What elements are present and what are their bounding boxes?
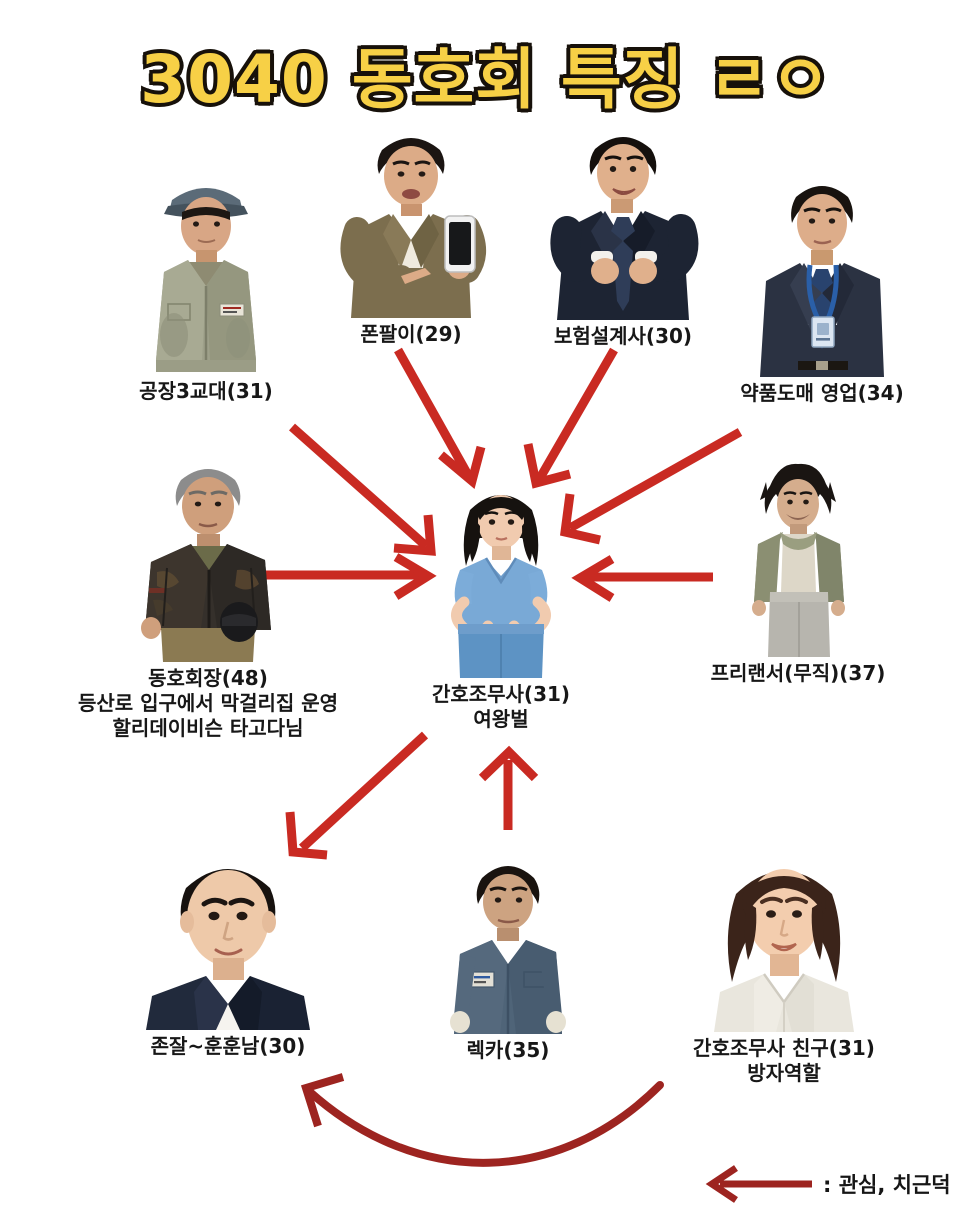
- caption-nurse-label: 간호조무사(31): [431, 682, 571, 706]
- figure-nurse-assistant: [451, 495, 551, 678]
- node-nurse-assistant[interactable]: 간호조무사(31) 여왕벌: [408, 466, 594, 732]
- figure-handsome-guy: [146, 869, 310, 1030]
- node-insurance-planner[interactable]: 보험설계사(30): [532, 115, 714, 349]
- arrow-phone-to-nurse: [394, 347, 486, 490]
- caption-friend-sub: 방자역할: [747, 1061, 821, 1086]
- caption-chairman-sub1: 등산로 입구에서 막걸리집 운영: [77, 691, 339, 716]
- caption-factory: 공장3교대(31): [139, 379, 273, 404]
- caption-nurse: 간호조무사(31) 여왕벌: [432, 682, 570, 732]
- legend-label: : 관심, 치근덕: [823, 1173, 951, 1197]
- caption-chairman-sub2: 할리데이비슨 타고다님: [112, 716, 304, 741]
- caption-factory-label: 공장3교대(31): [139, 379, 273, 403]
- node-tow-truck-driver[interactable]: 렉카(35): [428, 846, 588, 1063]
- caption-tow: 렉카(35): [467, 1038, 550, 1063]
- legend-arrow-icon: [705, 1165, 812, 1203]
- caption-insurance: 보험설계사(30): [554, 324, 692, 349]
- caption-pharma: 약품도매 영업(34): [740, 381, 903, 406]
- node-pharma-sales[interactable]: 약품도매 영업(34): [722, 165, 922, 406]
- page-title: 3040 동호회 특징 ㄹㅇ: [0, 26, 972, 122]
- caption-handsome: 존잘~훈훈남(30): [151, 1034, 306, 1059]
- caption-handsome-label: 존잘~훈훈남(30): [150, 1034, 306, 1058]
- arrow-tow-to-nurse: [478, 745, 539, 830]
- caption-pharma-label: 약품도매 영업(34): [740, 381, 904, 405]
- figure-tow-truck-driver: [450, 866, 566, 1034]
- arrow-freelancer-to-nurse: [571, 555, 713, 602]
- figure-factory-worker: [156, 188, 256, 372]
- node-phone-seller[interactable]: 폰팔이(29): [318, 118, 504, 347]
- arrow-nurse-to-handsome: [285, 731, 429, 860]
- caption-chairman: 동호회장(48) 등산로 입구에서 막걸리집 운영 할리데이비슨 타고다님: [78, 666, 338, 742]
- caption-insurance-label: 보험설계사(30): [553, 324, 693, 348]
- figure-phone-seller: [340, 138, 486, 318]
- figure-nurse-friend: [714, 869, 854, 1032]
- figure-pharma-sales: [760, 186, 884, 377]
- node-nurse-friend[interactable]: 간호조무사 친구(31) 방자역할: [668, 842, 900, 1086]
- caption-freelancer: 프리랜서(무직)(37): [711, 661, 886, 686]
- caption-freelancer-label: 프리랜서(무직)(37): [710, 661, 886, 685]
- arrow-insurance-to-nurse: [523, 347, 618, 489]
- caption-phone-label: 폰팔이(29): [360, 322, 462, 346]
- caption-tow-label: 렉카(35): [466, 1038, 550, 1062]
- caption-chairman-label: 동호회장(48): [148, 666, 268, 690]
- caption-friend: 간호조무사 친구(31) 방자역할: [693, 1036, 875, 1086]
- arrow-friend-to-handsome: [300, 1073, 664, 1167]
- figure-insurance-planner: [550, 137, 699, 320]
- figure-unemployed-freelancer: [752, 463, 845, 657]
- caption-phone: 폰팔이(29): [360, 322, 461, 347]
- node-factory-3-shift-worker[interactable]: 공장3교대(31): [108, 160, 304, 404]
- legend: : 관심, 치근덕: [700, 1164, 951, 1204]
- node-freelancer[interactable]: 프리랜서(무직)(37): [698, 452, 898, 686]
- caption-nurse-sub: 여왕벌: [473, 707, 529, 732]
- title-text: 3040 동호회 특징 ㄹㅇ: [137, 38, 835, 122]
- node-handsome-guy[interactable]: 존잘~훈훈남(30): [118, 842, 338, 1059]
- caption-friend-label: 간호조무사 친구(31): [693, 1036, 875, 1060]
- figure-club-president-biker: [141, 469, 271, 662]
- node-club-president[interactable]: 동호회장(48) 등산로 입구에서 막걸리집 운영 할리데이비슨 타고다님: [60, 450, 356, 742]
